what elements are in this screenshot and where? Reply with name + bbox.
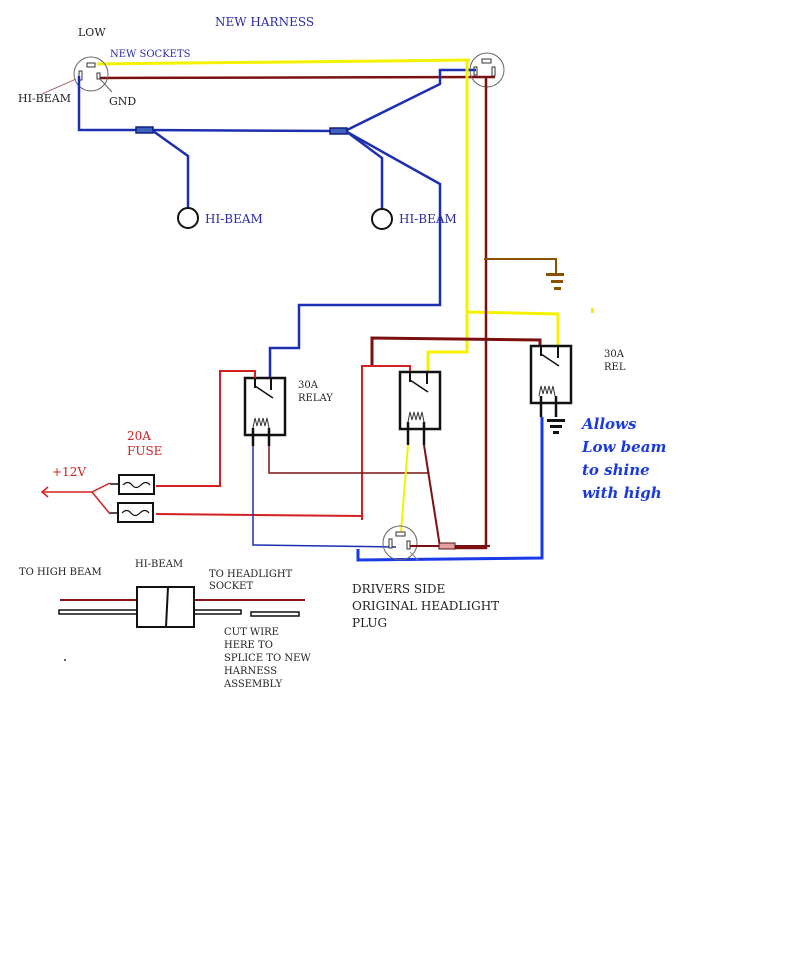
wire-yellow-vertical (426, 60, 469, 378)
gnd-pointer (99, 78, 113, 93)
wire-darkred-bridge (370, 336, 542, 367)
splice-right-label-line1: TO HEADLIGHT (209, 569, 293, 580)
ground-symbol-black (547, 419, 565, 434)
fuse-label-line2: FUSE (127, 444, 162, 458)
gnd-label: GND (109, 95, 136, 108)
note-line-1: Allows (580, 415, 637, 433)
note-line-2: Low beam (581, 438, 666, 456)
left-new-socket (73, 56, 109, 92)
cut-note-line5: ASSEMBLY (223, 679, 283, 690)
splice-connector-1 (135, 126, 154, 134)
wire-yellow-relay2-coil (400, 444, 409, 533)
hi-beam-bulb-2 (371, 208, 393, 230)
splice-center-label: HI-BEAM (135, 559, 183, 570)
hi-beam-bulb-1-label: HI-BEAM (205, 212, 263, 226)
plug-label-line2: ORIGINAL HEADLIGHT (352, 599, 499, 613)
fuse-2 (110, 502, 154, 523)
hi-beam-bulb-1 (177, 207, 199, 229)
wire-blue-relay3-ground-loop (356, 417, 544, 562)
splice-right-label-line2: SOCKET (209, 581, 253, 592)
wire-darkred-top (99, 75, 496, 80)
note-line-3: to shine (582, 461, 650, 479)
cut-note-line3: SPLICE TO NEW (224, 653, 311, 664)
hi-beam-socket-label: HI-BEAM (18, 92, 71, 105)
ground-symbol-brown (546, 273, 564, 290)
wire-red-fuse-1 (156, 370, 256, 487)
plug-label-line1: DRIVERS SIDE (352, 582, 445, 596)
wire-darkred-relay2-coil (423, 444, 441, 548)
relay-3-label-line1: 30A (604, 349, 625, 360)
splice-wire-right (193, 609, 242, 615)
splice-connector-2 (329, 127, 348, 135)
relay-1 (243, 376, 287, 446)
relay-3 (529, 344, 573, 417)
wire-blue-to-relay-1 (268, 130, 442, 378)
cut-note-line4: HARNESS (224, 666, 277, 677)
cut-note-line2: HERE TO (224, 640, 273, 651)
wire-blue-to-right-socket (344, 68, 476, 133)
relay-3-label-line2: REL (604, 362, 626, 373)
wire-red-fuse-2 (155, 513, 363, 517)
wire-yellow-to-relay-3 (466, 310, 560, 348)
wire-yellow-top (96, 58, 471, 66)
yellow-speck (591, 308, 594, 313)
plug-label-line3: PLUG (352, 616, 387, 630)
power-label: +12V (52, 465, 86, 479)
stray-dot (64, 659, 66, 661)
wire-blue-harness (77, 76, 339, 133)
hi-beam-connector (136, 586, 195, 628)
fuse-label-line1: 20A (127, 429, 151, 443)
splice-wire-left (58, 609, 138, 615)
fuse-1 (110, 474, 155, 495)
relay-1-label-line2: RELAY (298, 393, 333, 404)
wire-blue-relay1-coil (252, 446, 397, 548)
hi-beam-bulb-2-label: HI-BEAM (399, 212, 457, 226)
cut-note-line1: CUT WIRE (224, 627, 279, 638)
diagram-title: NEW HARNESS (215, 15, 314, 29)
wire-blue-bulb-2 (346, 130, 384, 210)
wire-darkred-relay1-coil (268, 446, 429, 474)
relay-2 (398, 370, 442, 445)
inline-connector-plug (438, 542, 456, 550)
note-line-4: with high (582, 484, 662, 502)
relay-1-label-line1: 30A (298, 380, 319, 391)
hi-beam-pointer (41, 78, 77, 95)
wire-brown-ground (484, 258, 557, 273)
original-headlight-plug (382, 525, 419, 561)
splice-wire-cut (250, 611, 300, 617)
wire-blue-bulb-1 (152, 129, 190, 208)
new-sockets-label: NEW SOCKETS (110, 49, 191, 60)
power-arrow-icon (40, 482, 111, 515)
low-label: LOW (78, 26, 106, 39)
splice-left-label: TO HIGH BEAM (19, 567, 102, 578)
